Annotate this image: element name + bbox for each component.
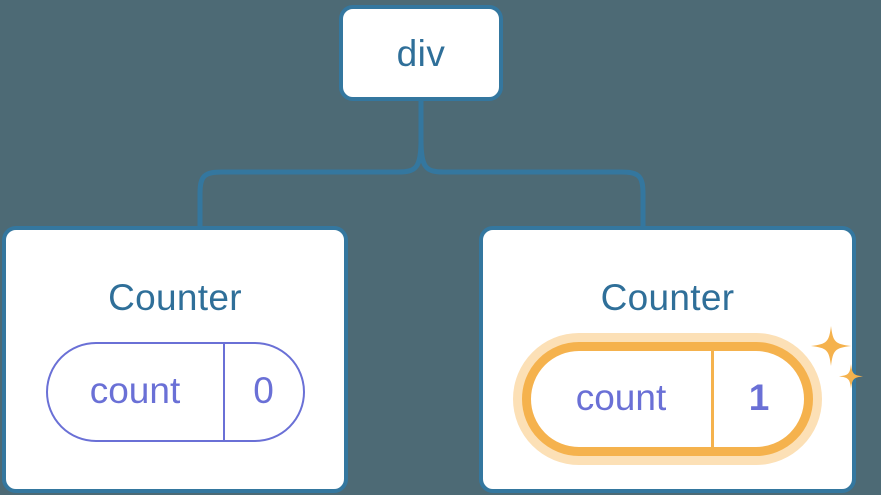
connector-branch-right xyxy=(418,137,646,229)
node-counter-left[interactable]: Counter count 0 xyxy=(2,226,348,493)
prop-pill-wrapper: count 0 xyxy=(45,342,305,442)
node-title: div xyxy=(396,32,446,74)
connector-branch-left xyxy=(197,137,424,229)
node-title: Counter xyxy=(108,277,242,318)
prop-value: 1 xyxy=(711,351,804,447)
prop-pill-highlighted[interactable]: count 1 xyxy=(522,342,813,456)
prop-pill[interactable]: count 0 xyxy=(45,342,305,442)
prop-value: 0 xyxy=(222,344,303,440)
node-counter-right[interactable]: Counter count 1 xyxy=(479,226,863,493)
sparkles-group xyxy=(811,326,863,389)
sparkle-small-icon xyxy=(839,364,863,389)
node-div[interactable]: div xyxy=(339,5,503,101)
prop-key: count xyxy=(89,370,181,411)
sparkle-large-icon xyxy=(811,326,851,366)
node-title: Counter xyxy=(600,277,735,318)
prop-pill-wrapper: count 1 xyxy=(522,326,863,456)
prop-key: count xyxy=(575,377,667,418)
